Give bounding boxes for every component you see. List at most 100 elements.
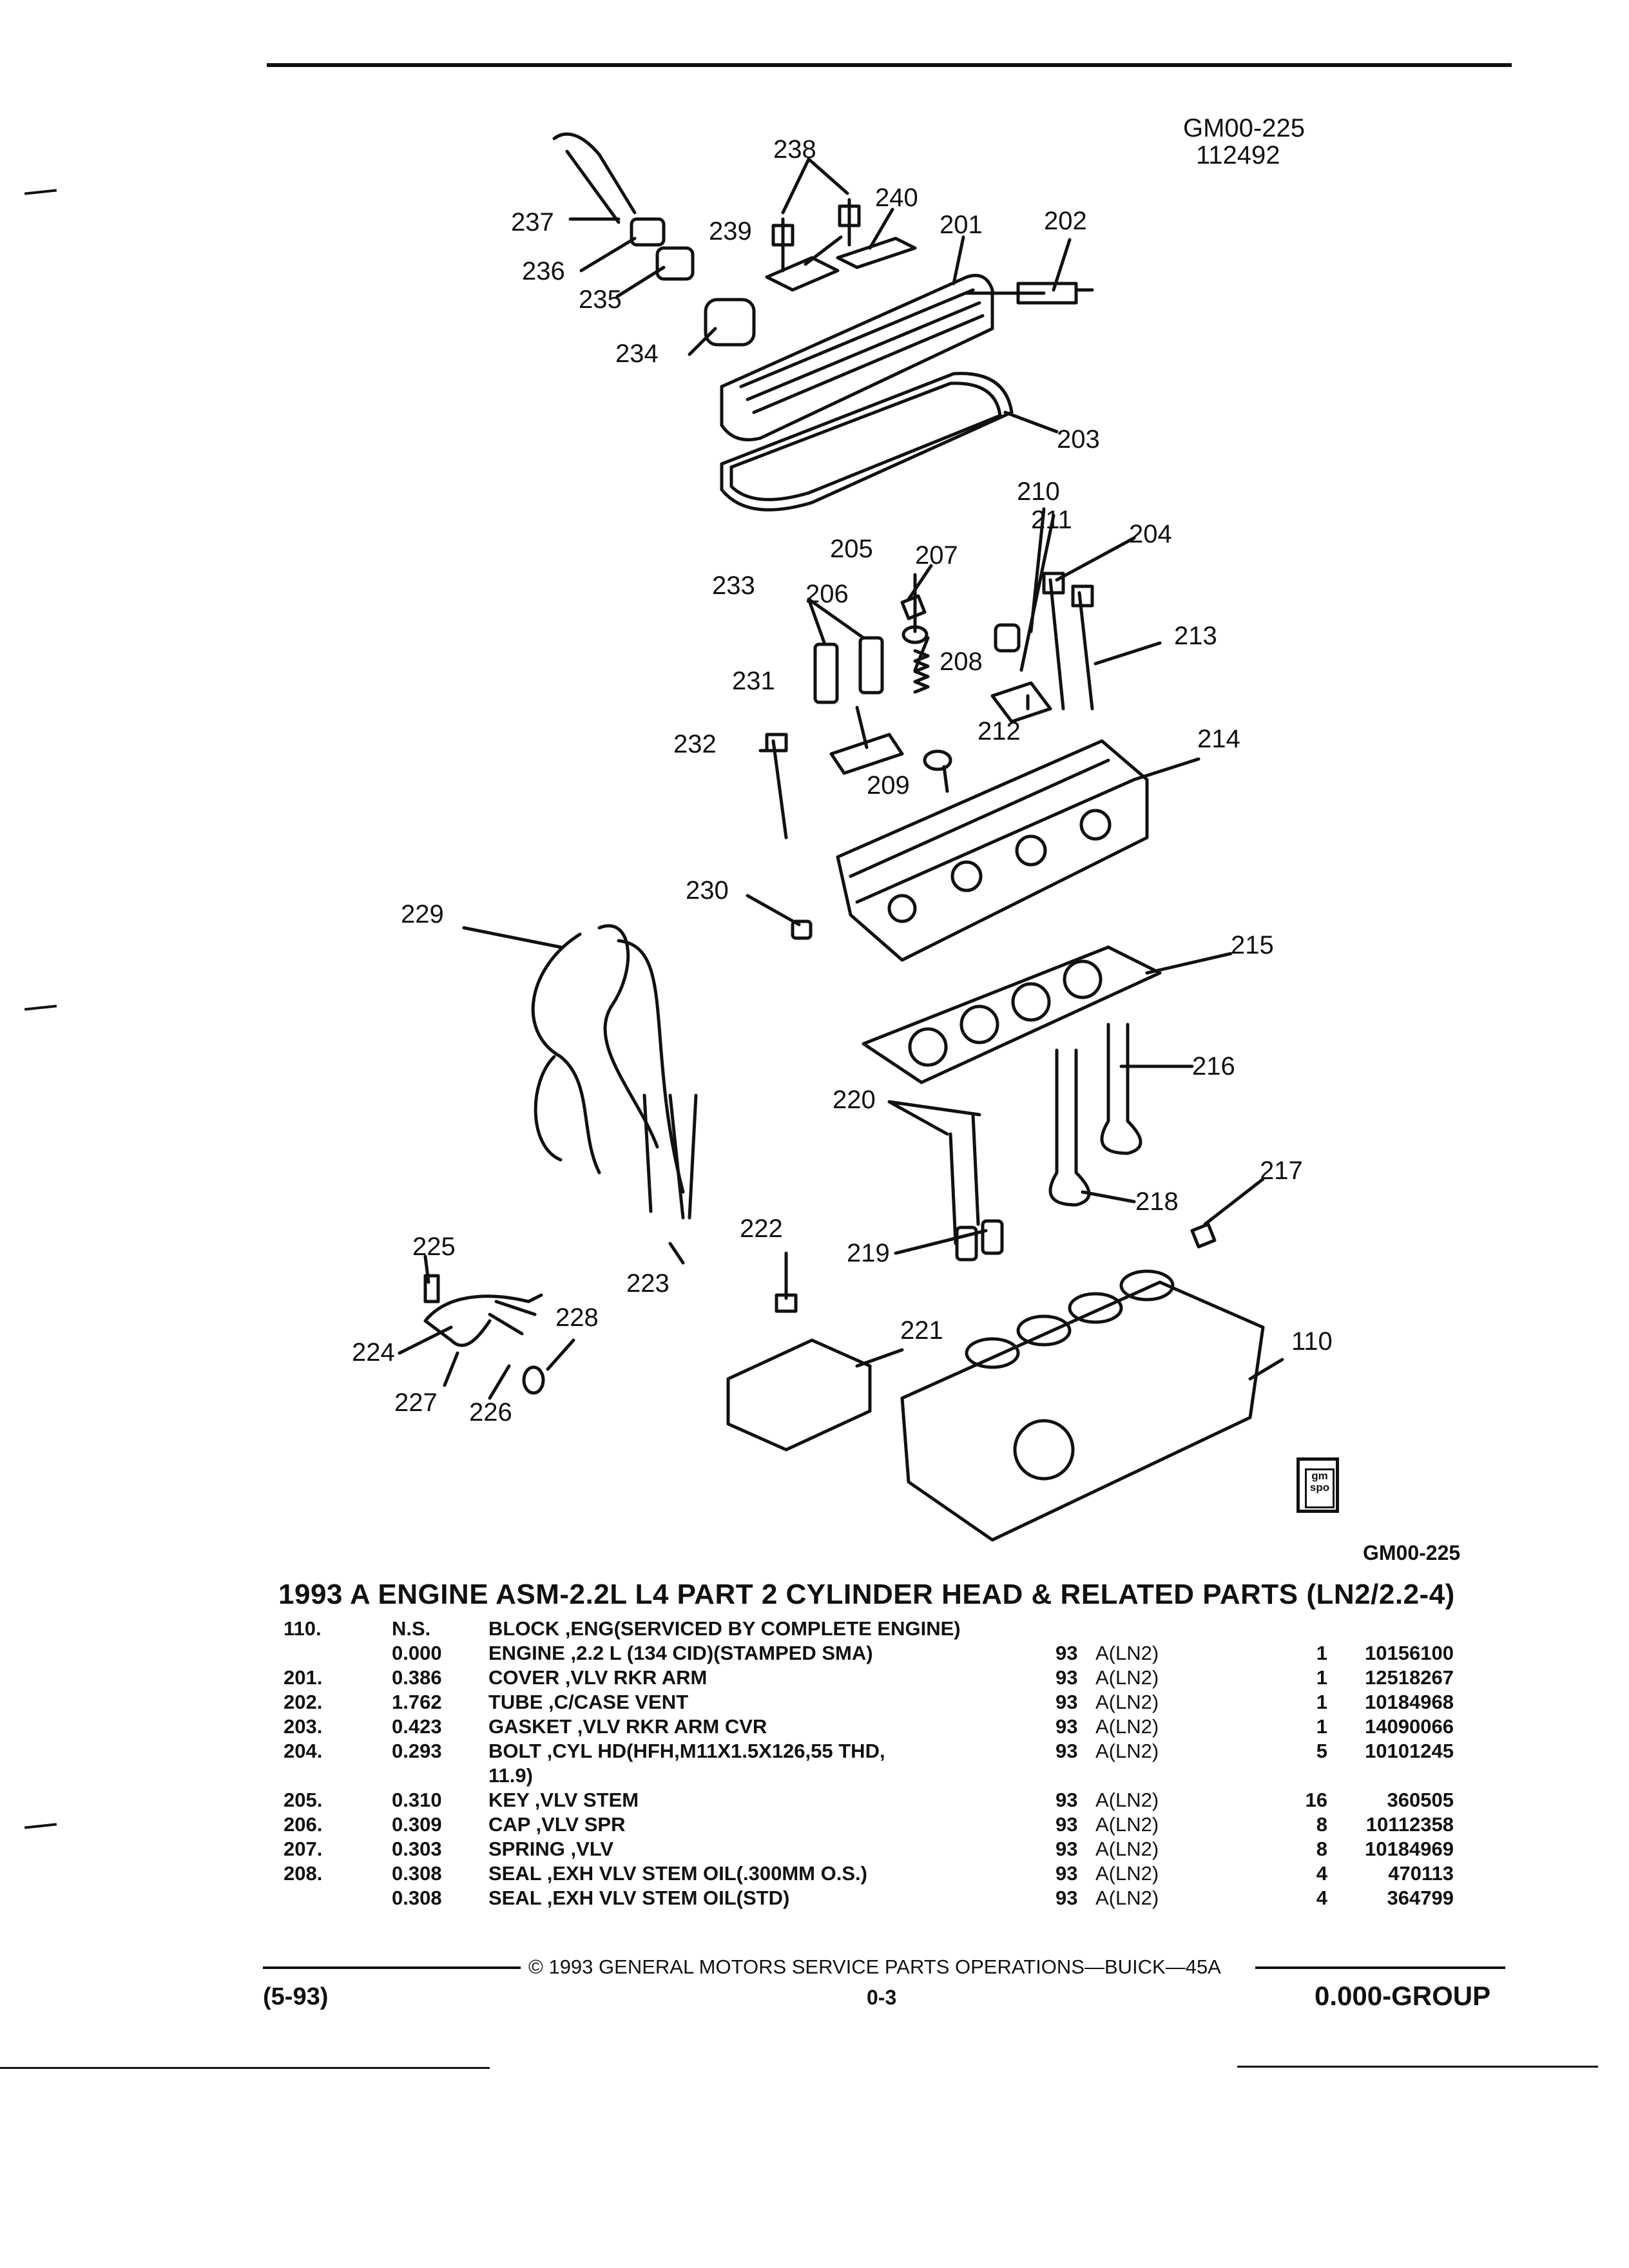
part-year (1055, 1617, 1095, 1642)
callout-210: 210 (1017, 477, 1060, 506)
part-ref: 205. (284, 1789, 323, 1811)
hose-clamp (630, 217, 666, 247)
callout-231: 231 (732, 667, 775, 695)
part-quantity: 1 (1316, 1642, 1327, 1664)
valve-cover-gasket (720, 372, 1014, 512)
head-bolts (1042, 572, 1094, 711)
lifter-233a (813, 642, 839, 704)
part-level: 0.308 (392, 1887, 442, 1909)
callout-212: 212 (978, 717, 1021, 745)
parts-table: 110.N.S.BLOCK ,ENG(SERVICED BY COMPLETE … (284, 1617, 1454, 1911)
part-description: COVER ,VLV RKR ARM (488, 1666, 708, 1689)
head-gasket (862, 945, 1162, 1084)
part-year: 93 (1055, 1715, 1078, 1738)
pushrods (949, 1113, 980, 1245)
part-number: 364799 (1387, 1887, 1454, 1909)
bolt-238b (838, 198, 861, 247)
sensor-217 (1190, 1222, 1217, 1249)
part-usage: A(LN2) (1095, 1838, 1159, 1860)
part-description: ENGINE ,2.2 L (134 CID)(STAMPED SMA) (488, 1642, 873, 1664)
part-quantity: 1 (1316, 1715, 1327, 1738)
callout-227: 227 (394, 1389, 438, 1417)
part-number: 12518267 (1365, 1666, 1454, 1689)
callout-223: 223 (626, 1269, 670, 1298)
bracket-240 (836, 236, 917, 269)
part-usage: A(LN2) (1095, 1666, 1159, 1689)
valve-key (900, 594, 927, 620)
callout-233: 233 (712, 572, 755, 600)
spark-plug-wires (531, 924, 685, 1194)
part-ref: 208. (284, 1862, 323, 1885)
part-quantity: 4 (1316, 1887, 1327, 1909)
part-level: 0.308 (392, 1862, 442, 1885)
part-year: 93 (1055, 1813, 1078, 1836)
part-level: N.S. (392, 1617, 431, 1640)
callout-204: 204 (1129, 520, 1172, 548)
part-quantity: 5 (1316, 1740, 1327, 1762)
part-usage: A(LN2) (1095, 1813, 1159, 1836)
callout-221: 221 (900, 1316, 943, 1345)
hose-fitting (655, 246, 695, 281)
ball-210 (994, 623, 1021, 653)
callout-202: 202 (1044, 207, 1087, 235)
header-number: 112492 (1196, 141, 1280, 169)
part-number: 360505 (1387, 1789, 1454, 1811)
valve-cover (720, 274, 994, 441)
callout-237: 237 (511, 208, 554, 236)
part-year: 93 (1055, 1838, 1078, 1860)
callout-214: 214 (1197, 725, 1240, 753)
lifter-233b (858, 636, 884, 695)
callout-213: 213 (1174, 622, 1217, 650)
part-usage (1095, 1617, 1276, 1642)
ignition-module (726, 1338, 872, 1452)
gm-spo-logo: gm spo (1296, 1457, 1339, 1513)
part-description: KEY ,VLV STEM (488, 1789, 639, 1811)
bottom-rule-left (0, 2067, 490, 2069)
bolt-232 (765, 733, 788, 840)
part-number: 470113 (1388, 1862, 1454, 1885)
part-number: 14090066 (1365, 1715, 1454, 1738)
part-quantity: 1 (1316, 1691, 1327, 1713)
top-rule (267, 63, 1512, 67)
diagram-code: GM00-225 (1363, 1541, 1461, 1564)
part-ref: 204. (284, 1740, 323, 1762)
part-description: SPRING ,VLV (488, 1838, 614, 1860)
page-title: 1993 A ENGINE ASM-2.2L L4 PART 2 CYLINDE… (278, 1579, 1455, 1610)
part-ref: 201. (284, 1666, 323, 1689)
empty-cell (1344, 1764, 1454, 1789)
part-number (1344, 1617, 1454, 1642)
part-quantity (1276, 1617, 1344, 1642)
part-year: 93 (1055, 1789, 1078, 1811)
callout-228: 228 (555, 1303, 599, 1332)
callout-209: 209 (867, 771, 910, 800)
footer-group: 0.000-GROUP (1315, 1981, 1491, 2011)
callout-229: 229 (401, 900, 444, 928)
part-ref: 203. (284, 1715, 323, 1738)
callout-225: 225 (412, 1233, 456, 1261)
sensor-222 (775, 1277, 798, 1313)
part-year: 93 (1055, 1887, 1078, 1909)
empty-cell (1095, 1764, 1276, 1789)
margin-mark (24, 1823, 57, 1829)
callout-220: 220 (833, 1086, 876, 1114)
part-level: 0.309 (392, 1813, 442, 1836)
part-description: BOLT ,CYL HD(HFH,M11X1.5X126,55 THD, (488, 1740, 885, 1762)
callout-206: 206 (805, 580, 849, 608)
callout-239: 239 (709, 217, 752, 245)
callout-203: 203 (1057, 425, 1100, 454)
header-code: GM00-225 (1183, 114, 1305, 142)
part-description: TUBE ,C/CASE VENT (488, 1691, 689, 1713)
part-usage: A(LN2) (1095, 1740, 1159, 1762)
part-level: 0.310 (392, 1789, 442, 1811)
callout-232: 232 (673, 730, 717, 758)
callout-234: 234 (615, 340, 659, 368)
callout-215: 215 (1231, 931, 1274, 959)
part-year: 93 (1055, 1862, 1078, 1885)
